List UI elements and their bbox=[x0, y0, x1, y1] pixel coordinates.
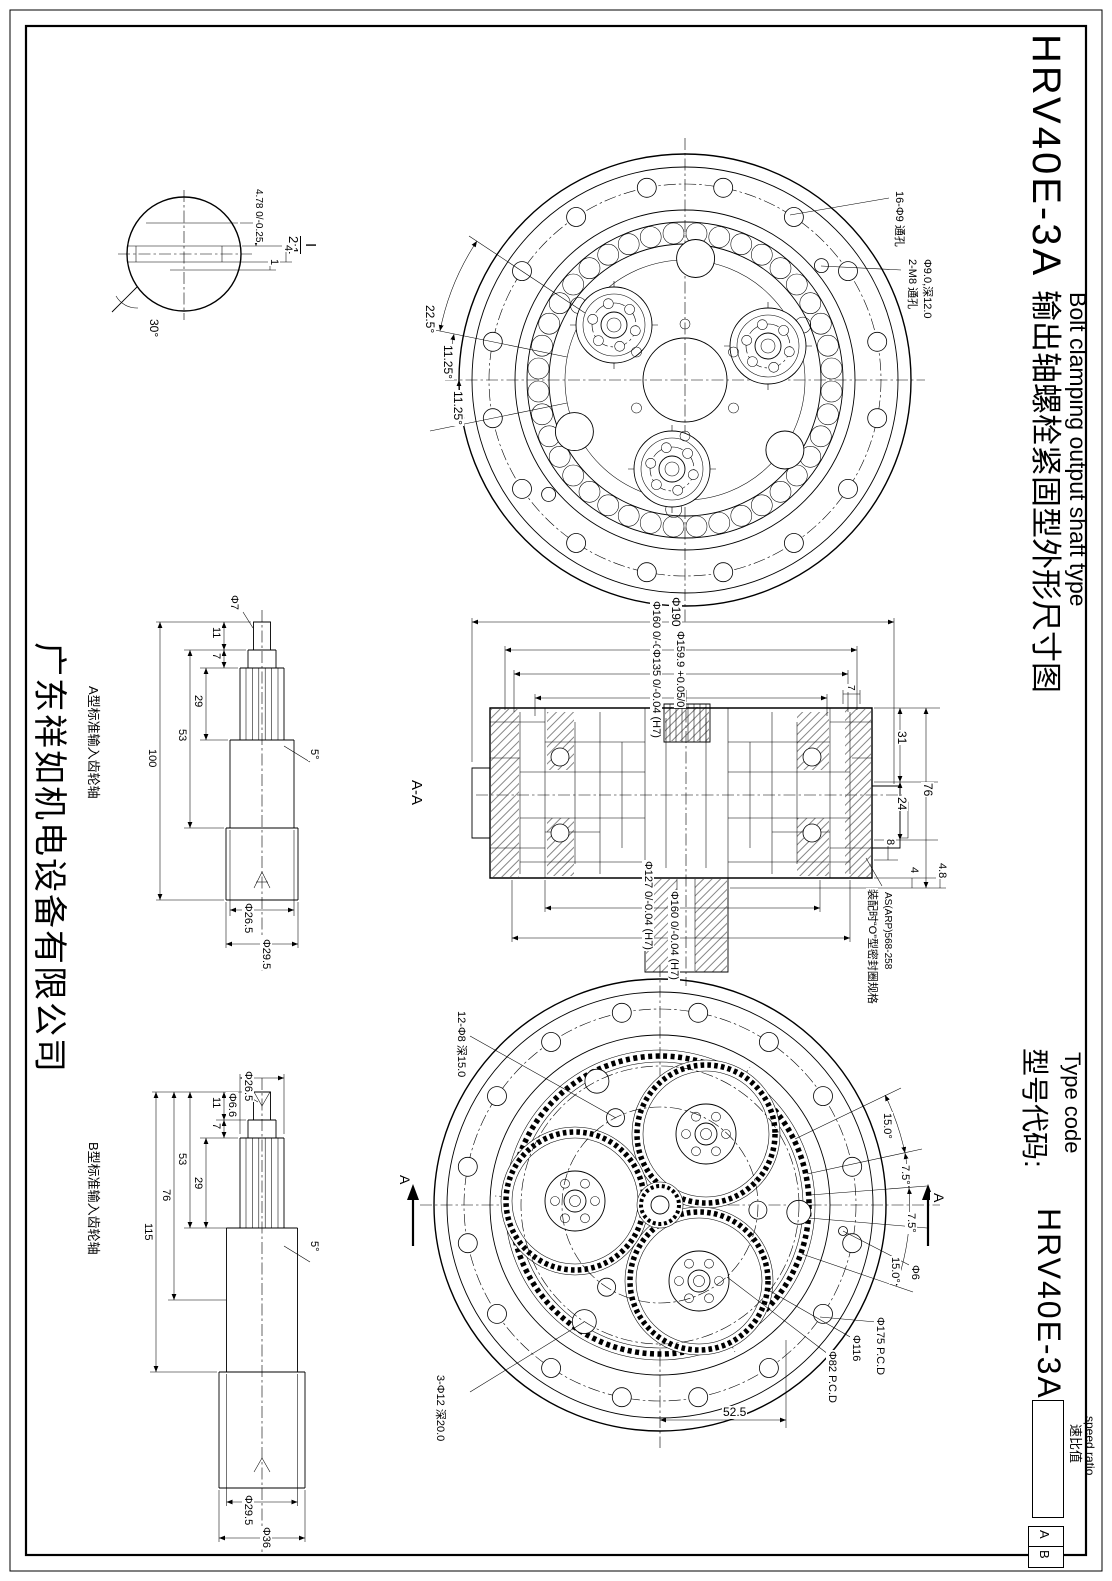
sun-gear bbox=[636, 1181, 684, 1229]
front-view bbox=[429, 138, 925, 622]
rear-planet-2 bbox=[624, 1206, 774, 1356]
section-view bbox=[471, 618, 946, 986]
front-planet-2 bbox=[724, 302, 812, 390]
shaft-a-view bbox=[156, 610, 311, 972]
front-planet-1 bbox=[570, 281, 658, 369]
shaft-b-view bbox=[150, 1074, 311, 1552]
rear-planet-1 bbox=[631, 1059, 781, 1209]
rear-view bbox=[407, 965, 940, 1448]
detail-view bbox=[111, 190, 292, 320]
front-planet-3 bbox=[628, 425, 716, 513]
sheet-frame bbox=[9, 9, 1103, 1572]
rear-planet-3 bbox=[500, 1126, 650, 1276]
